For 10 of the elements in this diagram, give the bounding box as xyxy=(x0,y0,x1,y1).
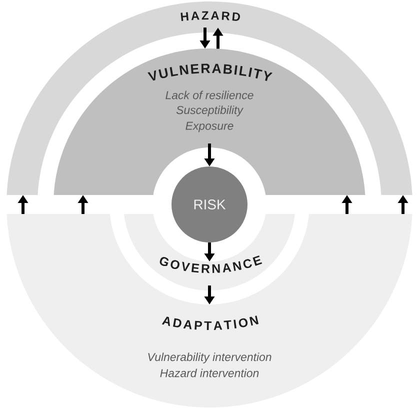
circle-node: RISK xyxy=(172,166,248,242)
factor-text: Lack of resilience xyxy=(166,90,254,100)
arc-title: HAZARD xyxy=(180,11,240,21)
factor-text: Vulnerability intervention xyxy=(148,352,272,364)
factor-text: Susceptibility xyxy=(176,106,244,116)
arc-title: VULNERABILITY xyxy=(148,64,273,81)
factor-text: Hazard intervention xyxy=(160,368,259,378)
arc-title: ADAPTATION xyxy=(162,316,259,330)
factor-text: Exposure xyxy=(186,122,234,132)
arc-title: GOVERNANCE xyxy=(160,256,262,274)
